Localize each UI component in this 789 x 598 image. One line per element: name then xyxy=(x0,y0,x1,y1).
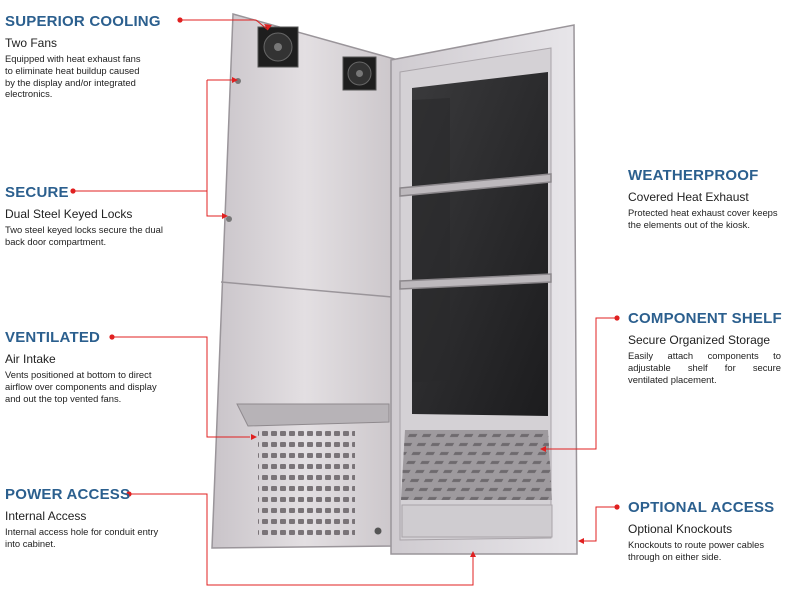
ventilated-description: Vents positioned at bottom to direct air… xyxy=(5,369,157,404)
optional-access-subtitle: Optional Knockouts xyxy=(628,522,733,536)
door-air-vents xyxy=(258,428,355,538)
ventilated-title: VENTILATED xyxy=(5,329,101,346)
superior-cooling-title: SUPERIOR COOLING xyxy=(5,13,161,30)
power-access-title: POWER ACCESS xyxy=(5,486,131,503)
component-shelf-description: Easily attach components to adjustable s… xyxy=(628,350,781,385)
weatherproof-description: Protected heat exhaust cover keeps the e… xyxy=(628,207,778,230)
component-shelf-title: COMPONENT SHELF xyxy=(628,310,782,327)
power-access-description: Internal access hole for conduit entry i… xyxy=(5,526,159,549)
callout-lines xyxy=(73,19,617,586)
vent-cover-shelf xyxy=(236,403,390,427)
optional-access-title: OPTIONAL ACCESS xyxy=(628,499,775,516)
superior-cooling-description: Equipped with heat exhaust fans to elimi… xyxy=(5,53,141,100)
optional-access-callout: OPTIONAL ACCESS Optional Knockouts Knock… xyxy=(628,499,786,563)
exhaust-fan-icon xyxy=(342,56,377,91)
lock-icon xyxy=(226,216,232,222)
superior-cooling-callout: SUPERIOR COOLING Two Fans Equipped with … xyxy=(5,13,167,100)
ventilated-callout: VENTILATED Air Intake Vents positioned a… xyxy=(5,329,175,404)
superior-cooling-subtitle: Two Fans xyxy=(5,36,58,50)
kiosk-cabinet xyxy=(390,24,578,555)
secure-subtitle: Dual Steel Keyed Locks xyxy=(5,207,133,221)
weatherproof-subtitle: Covered Heat Exhaust xyxy=(628,190,749,204)
weatherproof-callout: WEATHERPROOF Covered Heat Exhaust Protec… xyxy=(628,167,786,231)
optional-access-description: Knockouts to route power cables through … xyxy=(628,539,765,562)
component-shelf-subtitle: Secure Organized Storage xyxy=(628,333,771,347)
kiosk-door xyxy=(211,13,399,549)
component-shelf xyxy=(399,173,552,290)
conduit-hole-icon xyxy=(374,527,382,535)
secure-title: SECURE xyxy=(5,184,69,201)
knockout-panel xyxy=(401,504,553,538)
exhaust-fan-icon xyxy=(257,26,299,68)
secure-description: Two steel keyed locks secure the dual ba… xyxy=(5,224,163,247)
ventilated-subtitle: Air Intake xyxy=(5,352,56,366)
power-access-subtitle: Internal Access xyxy=(5,509,87,523)
power-access-callout: POWER ACCESS Internal Access Internal ac… xyxy=(5,486,180,550)
weatherproof-title: WEATHERPROOF xyxy=(628,167,759,184)
component-shelf-callout: COMPONENT SHELF Secure Organized Storage… xyxy=(628,310,782,385)
secure-callout: SECURE Dual Steel Keyed Locks Two steel … xyxy=(5,184,175,248)
callout-dots xyxy=(70,17,620,557)
